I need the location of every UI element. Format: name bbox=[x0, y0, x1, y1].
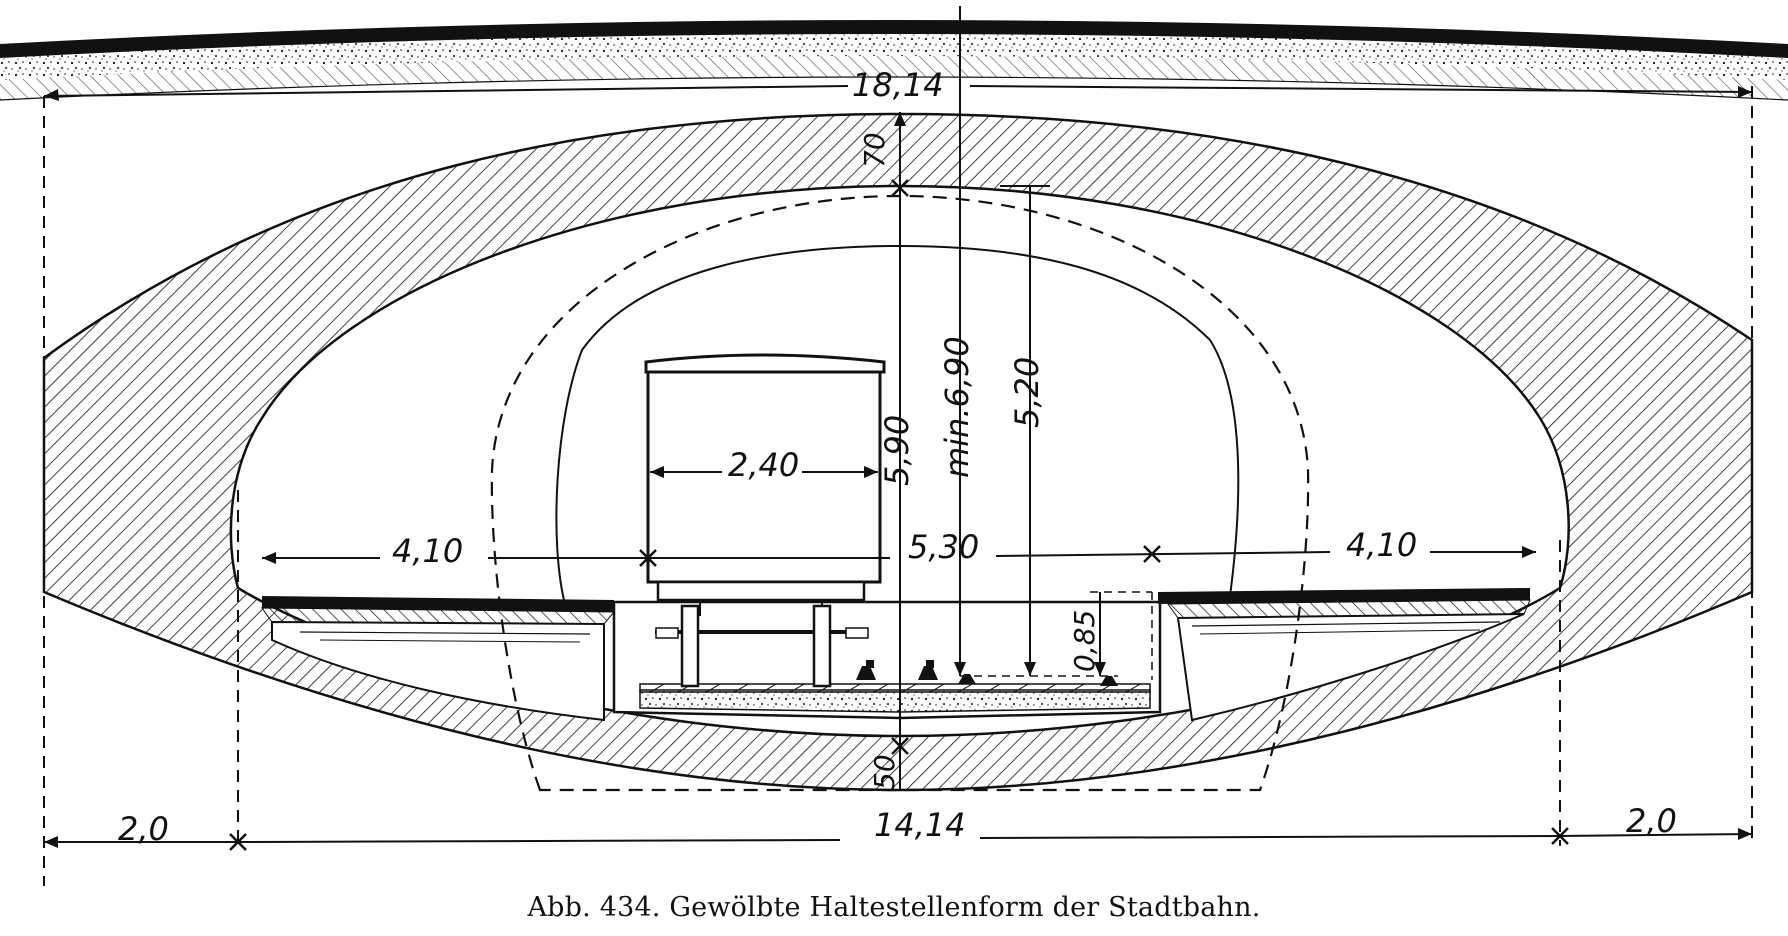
dim-right-offset: 2,0 bbox=[1626, 802, 1677, 840]
dim-height-total: 5,90 bbox=[878, 415, 916, 486]
dim-inner-width: 14,14 bbox=[874, 806, 966, 844]
dim-left-offset: 2,0 bbox=[118, 810, 169, 848]
arrowheads bbox=[44, 86, 1752, 848]
dim-invert-thickness: 50 bbox=[868, 754, 901, 790]
vault-masonry bbox=[42, 112, 1754, 792]
figure-caption: Abb. 434. Gewölbte Haltestellenform der … bbox=[527, 892, 1261, 923]
rails bbox=[856, 660, 1118, 686]
dim-overall-width: 18,14 bbox=[852, 66, 944, 104]
dimension-lines bbox=[43, 6, 1753, 886]
railway-car bbox=[644, 353, 886, 688]
dim-platform-height: 0,85 bbox=[1068, 610, 1101, 672]
dim-crown-thickness: 70 bbox=[858, 132, 891, 168]
platform-right bbox=[1158, 588, 1531, 722]
ground-surface bbox=[0, 20, 1788, 101]
dim-height-clear: 5,20 bbox=[1008, 357, 1046, 428]
dim-platform-right: 4,10 bbox=[1346, 526, 1417, 564]
dim-car-width: 2,40 bbox=[728, 446, 799, 484]
dim-platform-left: 4,10 bbox=[392, 532, 463, 570]
dim-track-span: 5,30 bbox=[908, 528, 979, 566]
dim-height-min: min.6,90 bbox=[938, 336, 976, 478]
platform-left bbox=[261, 596, 616, 722]
